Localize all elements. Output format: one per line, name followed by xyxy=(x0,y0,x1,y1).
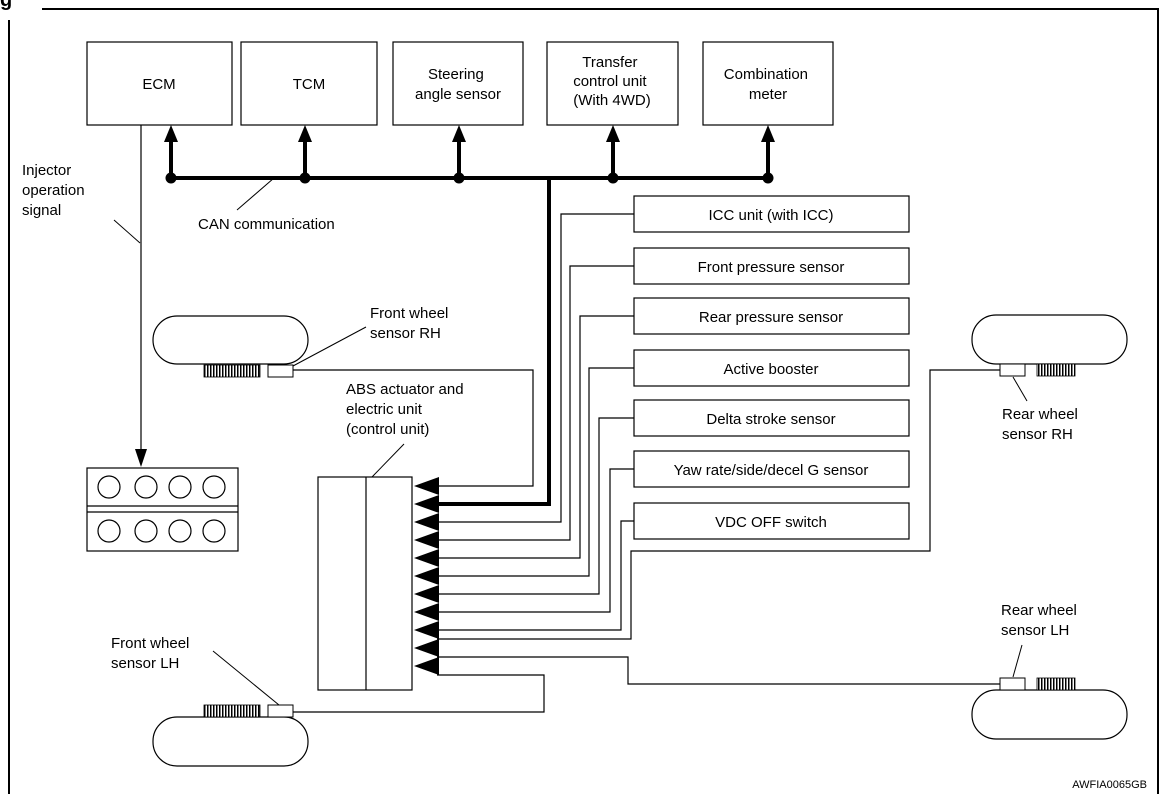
rear-wheel-rh xyxy=(971,314,1128,377)
front-rh-signal-line xyxy=(293,369,534,487)
vdc-off-switch-box xyxy=(633,502,910,540)
abs-input-arrowheads xyxy=(414,477,439,675)
icc-unit-box xyxy=(633,195,910,233)
front-lh-signal-line xyxy=(293,674,545,713)
icc-unit-label: ICC unit (with ICC) xyxy=(708,207,833,224)
front-rh-leader-line xyxy=(292,326,367,367)
front-wheel-sensor-lh-label: Front wheel sensor LH xyxy=(111,635,194,672)
active-booster-label: Active booster xyxy=(723,361,818,378)
vdc-off-switch-label: VDC OFF switch xyxy=(715,514,827,531)
combination-meter-box xyxy=(702,41,834,126)
abs-actuator-unit xyxy=(317,476,413,691)
transfer-control-unit-label: Transfer control unit (With 4WD) xyxy=(573,54,651,109)
front-pressure-sensor-label: Front pressure sensor xyxy=(698,259,845,276)
can-leader-line xyxy=(236,177,275,211)
tcm-label: TCM xyxy=(293,76,326,93)
can-bus-arrowheads xyxy=(164,125,775,142)
combination-meter-label: Combination meter xyxy=(724,66,812,103)
engine-block xyxy=(86,467,239,552)
frame-top-right xyxy=(42,8,1159,794)
steering-angle-sensor-label: Steering angle sensor xyxy=(415,66,501,103)
injector-signal-arrowhead xyxy=(135,449,147,467)
active-booster-box xyxy=(633,349,910,387)
header-fragment: g xyxy=(0,0,12,11)
ecm-label: ECM xyxy=(142,76,175,93)
delta-stroke-sensor-label: Delta stroke sensor xyxy=(706,411,835,428)
figure-code: AWFIA0065GB xyxy=(1072,779,1147,791)
injector-operation-signal-label: Injector operation signal xyxy=(22,162,89,219)
tcm-box xyxy=(240,41,378,126)
ecm-box xyxy=(86,41,233,126)
delta-stroke-sensor-box xyxy=(633,399,910,437)
transfer-control-unit-box xyxy=(546,41,679,126)
yaw-rate-sensor-box xyxy=(633,450,910,488)
can-bus xyxy=(169,140,770,506)
rear-rh-leader-line xyxy=(1012,376,1028,402)
rear-rh-signal-line xyxy=(437,369,1000,640)
rear-wheel-sensor-rh-label: Rear wheel sensor RH xyxy=(1002,406,1082,443)
front-wheel-rh xyxy=(152,315,309,378)
module-signal-lines xyxy=(437,213,634,631)
front-wheel-sensor-rh-label: Front wheel sensor RH xyxy=(370,305,453,342)
rear-wheel-lh xyxy=(971,677,1128,740)
front-lh-leader-line xyxy=(212,650,280,706)
rear-pressure-sensor-label: Rear pressure sensor xyxy=(699,309,843,326)
front-wheel-lh xyxy=(152,704,309,767)
abs-leader-line xyxy=(371,443,405,478)
injector-leader-line xyxy=(113,219,141,244)
rear-lh-signal-line xyxy=(437,656,1000,685)
rear-pressure-sensor-box xyxy=(633,297,910,335)
rear-wheel-sensor-lh-label: Rear wheel sensor LH xyxy=(1001,602,1081,639)
can-communication-label: CAN communication xyxy=(198,216,335,233)
rear-lh-leader-line xyxy=(1012,644,1023,678)
front-pressure-sensor-box xyxy=(633,247,910,285)
yaw-rate-sensor-label: Yaw rate/side/decel G sensor xyxy=(674,462,869,479)
can-bus-nodes xyxy=(165,172,774,184)
steering-angle-sensor-box xyxy=(392,41,524,126)
abs-actuator-label: ABS actuator and electric unit (control … xyxy=(346,381,468,438)
